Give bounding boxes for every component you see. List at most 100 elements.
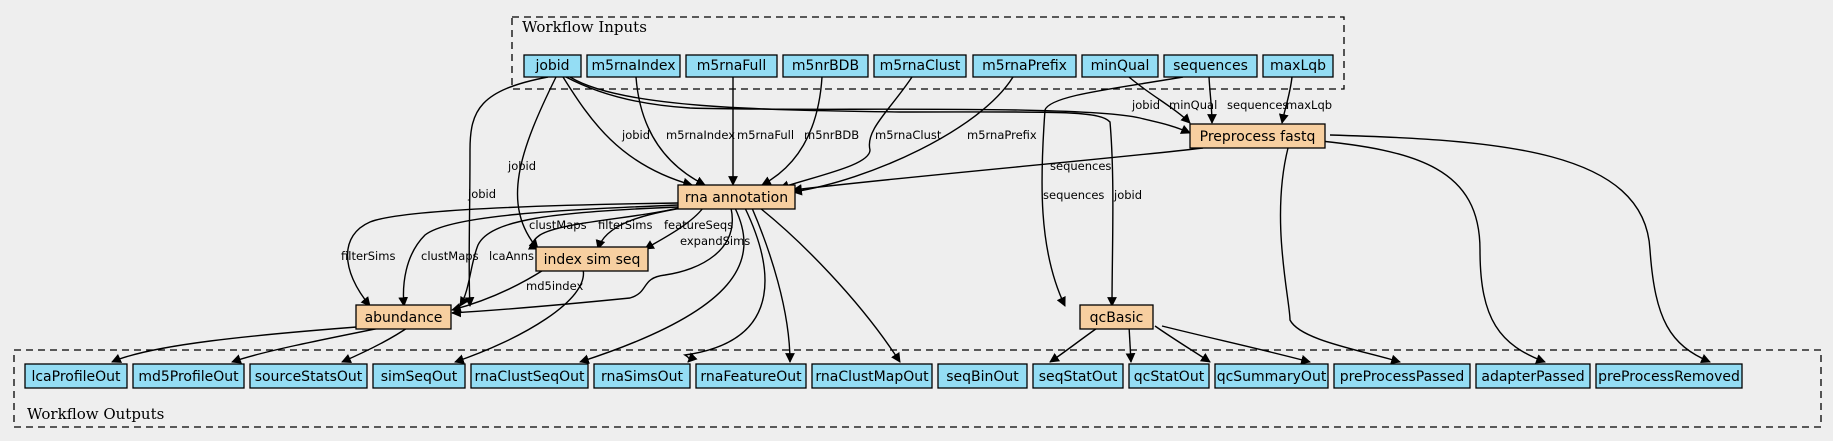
output-node-adapterpassed[interactable]: adapterPassed <box>1475 363 1591 389</box>
input-node-sequences[interactable]: sequences <box>1163 54 1258 78</box>
input-sequences-label: sequences <box>1173 58 1248 74</box>
input-minqual-label: minQual <box>1091 58 1150 74</box>
edge-qc-qcsummaryout <box>1161 325 1311 365</box>
edge-jobid-abundance <box>464 76 549 307</box>
input-m5rnaindex-label: m5rnaIndex <box>591 58 675 74</box>
input-m5rnaprefix-label: m5rnaPrefix <box>982 58 1067 74</box>
output-sourcestatsout-label: sourceStatsOut <box>255 369 363 385</box>
input-jobid-label: jobid <box>534 58 569 74</box>
edges <box>111 76 1711 365</box>
input-node-m5rnaclust[interactable]: m5rnaClust <box>873 54 967 78</box>
output-preprocessremoved-label: preProcessRemoved <box>1598 369 1740 385</box>
output-node-lcaprofileout[interactable]: lcaProfileOut <box>24 363 128 389</box>
edge-qc-qcstatout <box>1154 325 1211 363</box>
edge-label-rna-abund-clustmaps: clustMaps <box>421 249 479 263</box>
output-node-qcstatout[interactable]: qcStatOut <box>1128 363 1210 389</box>
step-nodes: Preprocess fastq rna annotation index si… <box>355 123 1326 330</box>
edge-rna-index-featureseqs <box>644 207 704 250</box>
edge-label-m5nrbdb-rna: m5nrBDB <box>804 128 859 142</box>
output-node-rnasimsout[interactable]: rnaSimsOut <box>593 363 691 389</box>
edge-sequences-qc <box>1041 76 1184 307</box>
input-node-m5rnaindex[interactable]: m5rnaIndex <box>586 54 681 78</box>
edge-maxlqb-preprocess <box>1278 76 1293 124</box>
output-seqstatout-label: seqStatOut <box>1039 369 1118 385</box>
output-md5profileout-label: md5ProfileOut <box>138 369 239 385</box>
input-maxlqb-label: maxLqb <box>1270 58 1326 74</box>
edge-label-rna-abund-expandsims: expandSims <box>680 234 750 248</box>
workflow-inputs-cluster: Workflow Inputs <box>511 16 1345 90</box>
output-node-qcsummaryout[interactable]: qcSummaryOut <box>1214 363 1329 389</box>
step-index-sim-seq-label: index sim seq <box>544 252 641 268</box>
input-node-m5rnaprefix[interactable]: m5rnaPrefix <box>972 54 1077 78</box>
output-node-rnaclustseqout[interactable]: rnaClustSeqOut <box>470 363 589 389</box>
edge-index-simseqout <box>454 268 585 364</box>
output-preprocesspassed-label: preProcessPassed <box>1340 369 1465 385</box>
input-node-m5nrbdb[interactable]: m5nrBDB <box>782 54 869 78</box>
edge-label-jobid-rna: jobid <box>621 128 650 142</box>
output-rnafeatureout-label: rnaFeatureOut <box>700 369 802 385</box>
edge-qc-seqstatout <box>1125 325 1136 363</box>
edge-rna-rnaclustmapout <box>759 207 901 363</box>
edge-label-sequences-qc: sequences <box>1043 188 1104 202</box>
edge-preprocess-preprocessremoved <box>1329 134 1711 364</box>
output-node-seqbinout[interactable]: seqBinOut <box>937 363 1028 389</box>
edge-rna-rnaclustseqout <box>579 207 745 364</box>
output-lcaprofileout-label: lcaProfileOut <box>31 369 121 385</box>
edge-abund-lcaprofileout <box>111 325 371 363</box>
output-node-sourcestatsout[interactable]: sourceStatsOut <box>249 363 368 389</box>
edge-abund-sourcestatsout <box>341 325 411 363</box>
output-adapterpassed-label: adapterPassed <box>1481 369 1584 385</box>
edge-label-sequences-preprocess: sequences <box>1227 98 1288 112</box>
input-m5nrbdb-label: m5nrBDB <box>792 58 859 74</box>
input-m5rnafull-label: m5rnaFull <box>697 58 766 74</box>
step-rna-annotation-label: rna annotation <box>685 190 788 206</box>
output-node-preprocessremoved[interactable]: preProcessRemoved <box>1595 363 1743 389</box>
output-node-rnafeatureout[interactable]: rnaFeatureOut <box>695 363 807 389</box>
edge-preprocess-adapterpassed <box>1309 139 1546 364</box>
input-node-maxlqb[interactable]: maxLqb <box>1262 54 1334 78</box>
edge-label-m5rnafull-rna: m5rnaFull <box>737 128 794 142</box>
output-node-simseqout[interactable]: simSeqOut <box>372 363 466 389</box>
input-m5rnaclust-label: m5rnaClust <box>880 58 961 74</box>
workflow-inputs-label: Workflow Inputs <box>522 18 647 36</box>
edge-label-m5rnaprefix-rna: m5rnaPrefix <box>967 128 1037 142</box>
edge-label-rna-index-featureseqs: featureSeqs <box>664 218 733 232</box>
output-seqbinout-label: seqBinOut <box>946 369 1019 385</box>
output-qcstatout-label: qcStatOut <box>1134 369 1205 385</box>
output-rnaclustmapout-label: rnaClustMapOut <box>815 369 929 385</box>
step-node-abundance[interactable]: abundance <box>355 304 452 330</box>
edge-m5rnaclust-rna <box>779 76 913 190</box>
output-node-md5profileout[interactable]: md5ProfileOut <box>132 363 245 389</box>
edge-labels: jobid minQual sequences maxLqb jobid m5r… <box>341 98 1332 293</box>
step-preprocess-fastq-label: Preprocess fastq <box>1200 129 1316 145</box>
edge-index-abund-md5index <box>451 268 546 313</box>
edge-rna-rnasimsout <box>682 207 766 363</box>
step-node-preprocess-fastq[interactable]: Preprocess fastq <box>1189 123 1326 149</box>
input-node-m5rnafull[interactable]: m5rnaFull <box>685 54 778 78</box>
edge-label-m5rnaclust-rna: m5rnaClust <box>875 128 942 142</box>
edge-label-rna-index-clustmaps: clustMaps <box>529 218 587 232</box>
output-node-preprocesspassed[interactable]: preProcessPassed <box>1333 363 1471 389</box>
workflow-outputs-cluster: Workflow Outputs <box>13 349 1822 428</box>
edge-label-rna-index-filtersims: filterSims <box>598 218 652 232</box>
edge-label-jobid-abundance: jobid <box>467 187 496 201</box>
edge-sequences-preprocess <box>1207 76 1217 124</box>
edge-preprocess-preprocesspassed <box>1279 147 1401 365</box>
edge-rna-abund-expandsims <box>451 207 733 318</box>
edge-label-jobid-index: jobid <box>507 159 536 173</box>
input-nodes: jobid m5rnaIndex m5rnaFull m5nrBDB m5rna… <box>523 54 1334 78</box>
edge-label-index-abund-md5index: md5index <box>526 279 583 293</box>
step-node-index-sim-seq[interactable]: index sim seq <box>535 246 649 272</box>
output-qcsummaryout-label: qcSummaryOut <box>1217 369 1327 385</box>
edge-label-jobid-qc: jobid <box>1113 188 1142 202</box>
step-node-qcbasic[interactable]: qcBasic <box>1079 304 1154 330</box>
output-node-rnaclustmapout[interactable]: rnaClustMapOut <box>811 363 933 389</box>
input-node-jobid[interactable]: jobid <box>523 54 582 78</box>
edge-qc-seqbinout <box>1049 325 1101 363</box>
step-node-rna-annotation[interactable]: rna annotation <box>677 184 796 210</box>
step-abundance-label: abundance <box>365 310 443 326</box>
input-node-minqual[interactable]: minQual <box>1081 54 1159 78</box>
workflow-outputs-label: Workflow Outputs <box>27 405 164 423</box>
output-node-seqstatout[interactable]: seqStatOut <box>1032 363 1124 389</box>
edge-label-maxlqb-preprocess: maxLqb <box>1286 98 1332 112</box>
